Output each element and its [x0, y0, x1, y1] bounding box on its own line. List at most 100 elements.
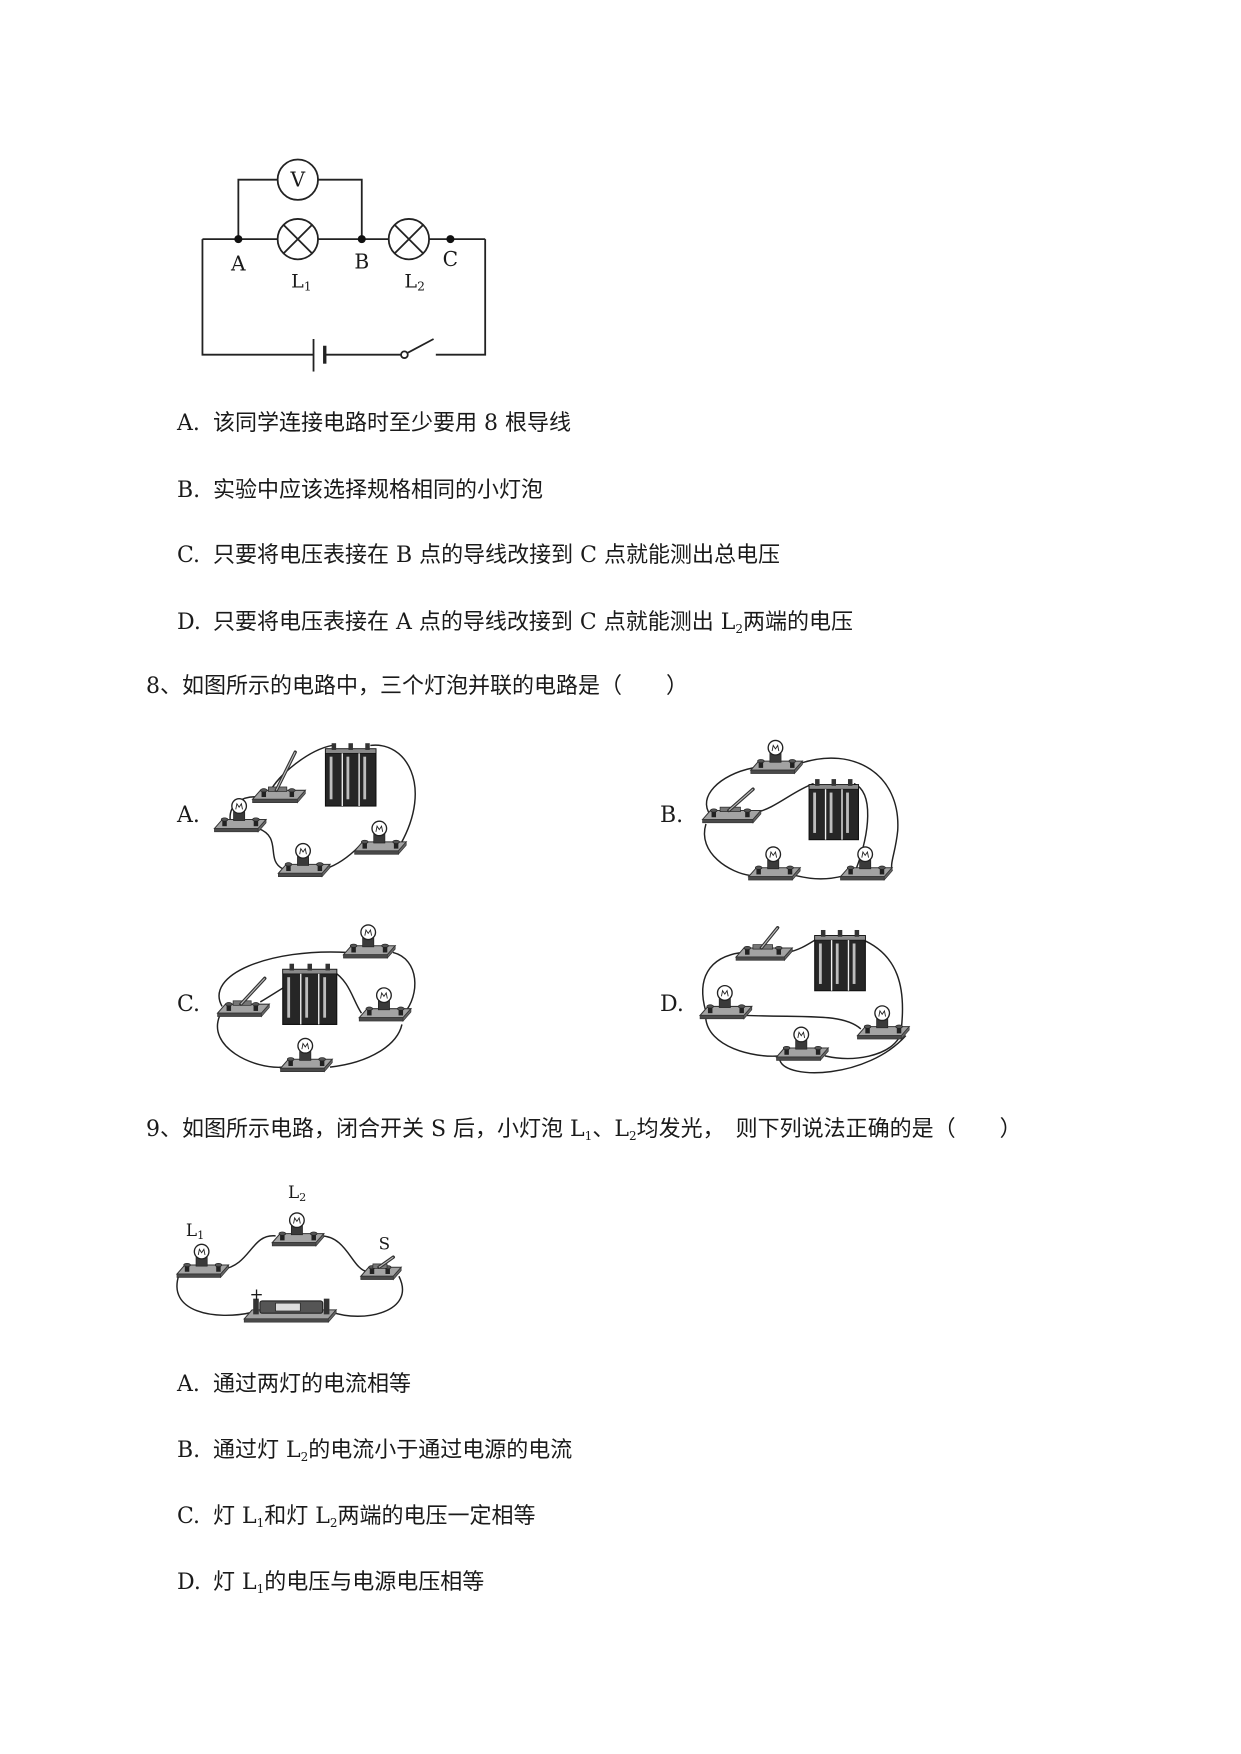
- q9-circuit-components: [175, 1212, 404, 1324]
- option-text-1: 灯 L: [213, 1570, 257, 1595]
- wire: [329, 1024, 403, 1068]
- lamp-l1-letter: L: [186, 1220, 197, 1240]
- battery-cell-highlight: [287, 977, 291, 1018]
- battery-terminal: [307, 963, 313, 971]
- terminal-cap: [284, 862, 293, 867]
- option-text: 只要将电压表接在 B 点的导线改接到 C 点就能测出总电压: [213, 543, 780, 568]
- terminal-cap: [252, 817, 260, 822]
- question-text-3: 均发光， 则下列说法正确的是（ ）: [636, 1117, 1022, 1142]
- terminal-post: [787, 867, 793, 875]
- battery-cell-highlight: [829, 792, 833, 833]
- wire: [218, 951, 349, 1007]
- switch: [216, 976, 271, 1018]
- junction-dot-c: [446, 235, 455, 244]
- board-edge: [702, 819, 754, 824]
- battery-terminal: [854, 929, 860, 937]
- battery: [814, 929, 866, 992]
- board-edge: [857, 1035, 902, 1040]
- terminal-post: [280, 1233, 285, 1241]
- board-side: [321, 863, 331, 878]
- battery-terminal: [831, 779, 837, 786]
- terminal-cap: [814, 1046, 822, 1051]
- board-side: [402, 1007, 412, 1022]
- battery-terminal: [815, 779, 820, 786]
- terminal-cap: [397, 1006, 405, 1011]
- terminal-cap: [706, 1004, 714, 1009]
- terminal-post: [758, 761, 764, 768]
- subscript: 2: [329, 1516, 338, 1530]
- wire: [257, 827, 284, 870]
- wire: [860, 938, 904, 1029]
- wire: [704, 1017, 780, 1057]
- wire: [755, 782, 814, 814]
- board-side: [297, 789, 306, 804]
- bulb-glass: [765, 846, 782, 863]
- terminal-post: [848, 867, 853, 875]
- option-text-1: 灯 L: [213, 1504, 257, 1529]
- lamp-l1-letter: L: [291, 270, 304, 292]
- bulb-filament: [235, 802, 243, 810]
- terminal-post: [253, 1004, 259, 1011]
- battery-terminal: [348, 743, 353, 750]
- terminal-cap: [782, 1046, 791, 1051]
- board-side: [900, 1025, 910, 1040]
- bulb-filament: [299, 847, 307, 855]
- board-edge: [360, 1275, 394, 1280]
- terminal-cap: [863, 1024, 872, 1029]
- bulb-3: [839, 846, 894, 881]
- terminal-post: [393, 841, 399, 849]
- lamp-l2-cross: [394, 224, 424, 255]
- board-side: [386, 944, 396, 959]
- wire: [331, 1275, 404, 1318]
- terminal-post: [289, 790, 295, 798]
- switch-lever-highlight: [275, 751, 296, 791]
- subscript: 2: [628, 1129, 637, 1143]
- terminal-post: [369, 1267, 375, 1274]
- subscript: 2: [300, 1450, 309, 1464]
- wire: [799, 757, 899, 872]
- bulb-glass: [288, 1212, 305, 1229]
- terminal-cap: [310, 1231, 318, 1236]
- battery-clip-right: [323, 1298, 330, 1315]
- wire: [703, 823, 751, 877]
- terminal-cap: [786, 865, 794, 870]
- terminal-post: [288, 1059, 293, 1067]
- terminal-post: [311, 1233, 316, 1241]
- bulb-filament: [364, 928, 373, 936]
- terminal-cap: [743, 808, 752, 813]
- q8-stem: 8、如图所示的电路中，三个灯泡并联的电路是（ ）: [146, 674, 688, 700]
- battery-cell-highlight: [818, 943, 822, 984]
- terminal-cap: [220, 817, 229, 822]
- terminal-cap: [757, 759, 765, 764]
- question-number: 9、: [146, 1117, 182, 1142]
- battery-body: [282, 968, 338, 1025]
- option-text-2: 和灯 L: [264, 1504, 330, 1529]
- option-letter: C.: [177, 543, 201, 568]
- terminal-post: [317, 864, 323, 872]
- switch-pivot: [400, 350, 409, 359]
- terminal-cap: [754, 865, 763, 870]
- option-text: 通过两灯的电流相等: [213, 1372, 412, 1397]
- terminal-post: [253, 819, 259, 827]
- terminal-cap: [846, 865, 855, 870]
- option-letter: B.: [177, 478, 201, 503]
- terminal-cap: [743, 945, 752, 951]
- battery-cell-highlight: [835, 943, 839, 984]
- option-letter: D.: [177, 1570, 201, 1595]
- bulb-glass: [360, 924, 377, 941]
- switch-s: [359, 1255, 403, 1281]
- terminal-post: [784, 1048, 789, 1055]
- board-edge: [278, 872, 323, 878]
- q8-circuit-c-picture: [216, 924, 416, 1073]
- terminal-post: [385, 1267, 390, 1274]
- board-edge: [280, 1067, 325, 1072]
- wire: [779, 1035, 907, 1074]
- junction-dot-a: [234, 235, 243, 244]
- wire: [325, 845, 360, 870]
- bulb-glass: [295, 842, 312, 859]
- battery-clip-left: [253, 1298, 259, 1315]
- terminal-cap: [361, 839, 369, 844]
- terminal-cap: [286, 1057, 295, 1062]
- lamp-l2-label: L2: [404, 270, 425, 293]
- terminal-post: [286, 864, 291, 872]
